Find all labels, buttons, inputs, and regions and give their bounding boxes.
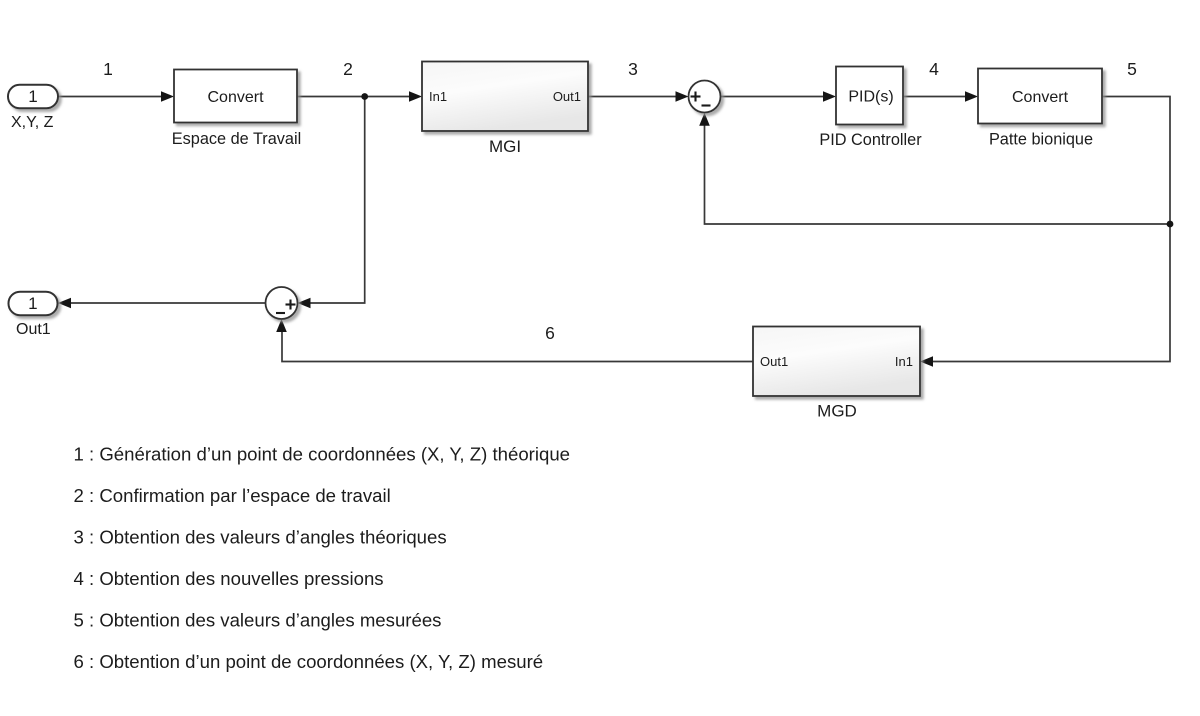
svg-text:3: 3 [628,59,638,79]
svg-text:2: 2 [343,59,353,79]
svg-text:Convert: Convert [1012,89,1069,106]
svg-text:Patte bionique: Patte bionique [989,130,1093,148]
svg-text:6: 6 [545,323,555,343]
svg-text:1: 1 [103,59,113,79]
svg-text:1 : Génération d’un point de c: 1 : Génération d’un point de coordonnées… [74,443,571,464]
svg-text:MGD: MGD [817,402,857,421]
svg-text:Out1: Out1 [553,89,581,104]
svg-text:1: 1 [28,87,37,106]
svg-text:Out1: Out1 [760,354,788,369]
svg-text:PID Controller: PID Controller [819,131,922,149]
svg-text:X,Y, Z: X,Y, Z [11,114,54,131]
svg-text:6 : Obtention d’un point de co: 6 : Obtention d’un point de coordonnées … [74,651,544,672]
svg-text:Out1: Out1 [16,321,51,338]
svg-text:2 : Confirmation par l’espace: 2 : Confirmation par l’espace de travail [74,485,391,506]
svg-text:5 : Obtention des valeurs d’an: 5 : Obtention des valeurs d’angles mesur… [74,609,442,630]
svg-text:In1: In1 [895,354,913,369]
svg-text:Convert: Convert [207,89,264,106]
svg-text:PID(s): PID(s) [848,89,893,106]
svg-text:4 : Obtention des nouvelles pr: 4 : Obtention des nouvelles pressions [74,568,384,589]
svg-text:4: 4 [929,59,939,79]
svg-text:5: 5 [1127,59,1137,79]
svg-text:3 : Obtention des valeurs d’an: 3 : Obtention des valeurs d’angles théor… [74,526,447,547]
svg-text:In1: In1 [429,89,447,104]
svg-text:1: 1 [28,294,37,313]
svg-text:Espace de Travail: Espace de Travail [172,130,301,148]
svg-text:MGI: MGI [489,137,521,156]
